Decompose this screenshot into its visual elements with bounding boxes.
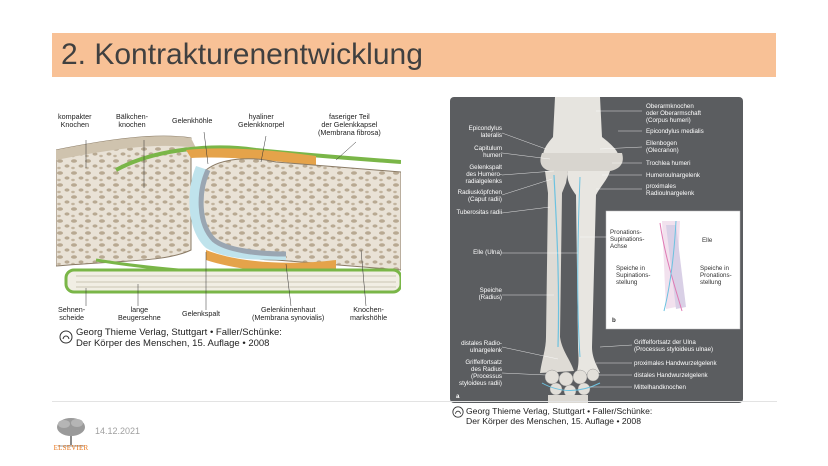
label-prox-radioulnar: proximales Radioulnargelenk [646,183,695,197]
label-elle-ulna: Elle (Ulna) [473,249,502,256]
slide-title: 2. Kontrakturenentwicklung [61,38,423,71]
label-capitulum: Capitulum humeri [474,145,502,159]
footer-divider [52,401,777,402]
joint-illustration: kompakter Knochen Bälkchen- knochen Gele… [55,110,403,350]
label-panel-a: a [456,393,460,400]
label-pronationsachse: Pronations- Supinations- Achse [610,229,645,250]
thieme-logo-icon [59,330,73,344]
label-baelkchenknochen: Bälkchen- knochen [116,112,148,129]
label-speiche-radius: Speiche (Radius) [478,287,502,301]
elsevier-logo-text: ELSEVIER [53,444,89,452]
label-sehnenscheide: Sehnen- scheide [58,305,86,322]
label-radiuskoepfchen: Radiusköpfchen (Caput radii) [457,189,502,203]
label-beugersehne: lange Beugersehne [118,305,161,322]
credit-left: Georg Thieme Verlag, Stuttgart • Faller/… [76,327,282,349]
label-hyaliner-knorpel: hyaliner Gelenkknorpel [238,112,285,129]
label-speiche-sup: Speiche in Supinations- stellung [616,265,651,286]
label-griffelfortsatz-ulna: Griffelfortsatz der Ulna (Processus styl… [634,339,714,353]
label-epicondylus-medialis: Epicondylus medialis [646,128,704,135]
label-humeroulnargelenk: Humeroulnargelenk [646,172,700,179]
slide-date: 14.12.2021 [95,426,141,436]
label-gelenkinnenhaut: Gelenkinnenhaut (Membrana synovialis) [252,305,325,322]
elsevier-logo-icon [52,415,90,449]
label-tuberositas: Tuberositas radii [456,209,502,216]
label-gelenkspalt-hr: Gelenkspalt des Humero- radialgelenks [465,164,502,185]
label-elle-inset: Elle [702,237,713,244]
arm-drawing [450,97,743,403]
title-bar: 2. Kontrakturenentwicklung [52,33,776,77]
arm-illustration: Oberarmknochen oder Oberarmschaft (Corpu… [450,97,743,403]
label-oberarmknochen: Oberarmknochen oder Oberarmschaft (Corpu… [646,103,702,124]
label-ellenbogen: Ellenbogen (Olecranon) [646,140,679,154]
label-griffelfortsatz-radius: Griffelfortsatz des Radius (Processus st… [459,359,502,387]
label-epicondylus-lateralis: Epicondylus lateralis [468,125,502,139]
label-distales-radioulnar: distales Radio- ulnargelenk [461,340,502,354]
label-gelenkspalt: Gelenkspalt [182,309,220,318]
label-mittelhand: Mittelhandknochen [634,384,686,391]
credit-right: Georg Thieme Verlag, Stuttgart • Faller/… [466,406,653,426]
label-dist-handwurzel: distales Handwurzelgelenk [634,372,708,379]
label-gelenkhoehle: Gelenkhöhle [172,116,213,125]
thieme-logo-icon [452,406,464,418]
label-gelenkkapsel: faseriger Teil der Gelenkkapsel (Membran… [318,112,381,137]
label-kompakter-knochen: kompakter Knochen [58,112,92,129]
label-prox-handwurzel: proximales Handwurzelgelenk [634,360,717,367]
label-knochenmarkshoehle: Knochen- markshöhle [350,305,388,322]
label-speiche-pro: Speiche in Pronations- stellung [700,265,732,286]
label-inset-b: b [612,317,616,324]
joint-drawing [55,131,403,310]
label-trochlea: Trochlea humeri [646,160,691,167]
